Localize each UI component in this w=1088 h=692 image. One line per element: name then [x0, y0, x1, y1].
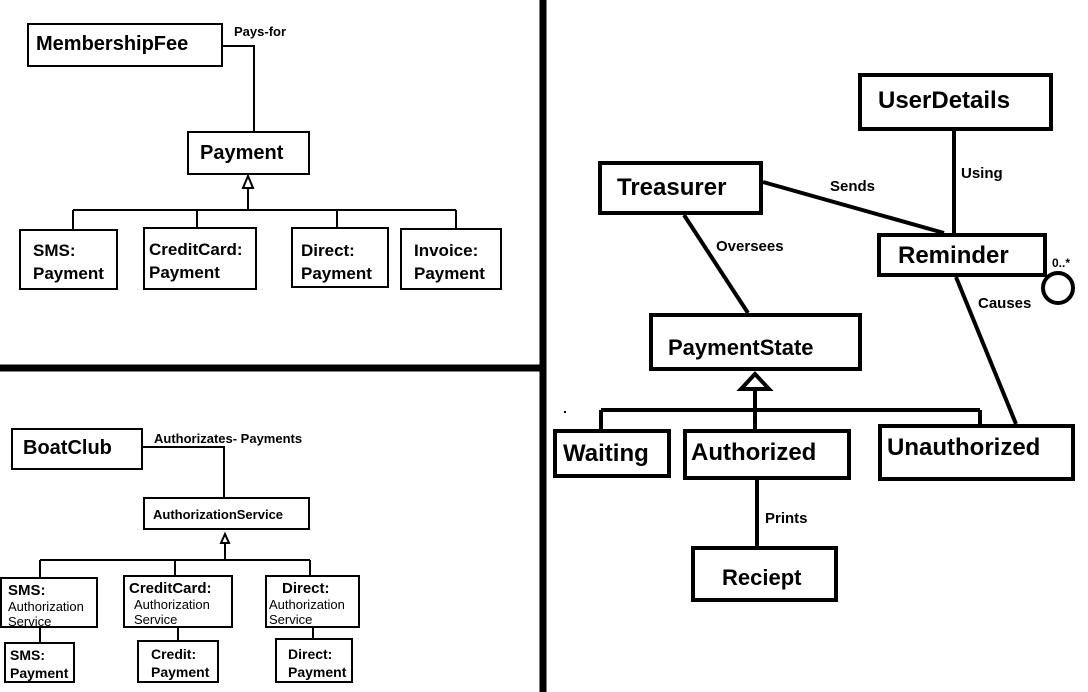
payment-state-label: PaymentState — [668, 335, 814, 360]
sms-authorization-service-class: SMS: Authorization Service — [0, 577, 98, 629]
sms-payment-leaf-class: SMS: Payment — [4, 642, 75, 683]
pays-for-label: Pays-for — [234, 24, 287, 39]
sms-payment-leaf-line-1: SMS: — [10, 647, 45, 663]
direct-auth-label-line-1: Direct: — [282, 580, 330, 597]
auth-generalization-arrow — [219, 531, 231, 544]
credit-authorization-service-class: CreditCard: Authorization Service — [123, 575, 233, 628]
direct-payment-label-line-1: Direct: — [301, 241, 355, 260]
causes-label: Causes — [978, 295, 1032, 312]
sms-payment-label-line-2: Payment — [33, 264, 104, 283]
credit-auth-label-line-3: Service — [134, 612, 178, 627]
unauthorized-class: Unauthorized — [878, 424, 1075, 481]
user-details-label: UserDetails — [878, 87, 1011, 114]
oversees-connector — [682, 213, 750, 315]
credit-auth-label-line-2: Authorization — [134, 597, 210, 612]
waiting-class: Waiting — [553, 429, 671, 478]
payment-generalization-arrow — [241, 173, 255, 189]
using-label: Using — [961, 165, 1003, 182]
reciept-label: Reciept — [722, 565, 802, 590]
causes-connector — [954, 276, 1018, 425]
credit-auth-label-line-1: CreditCard: — [129, 580, 212, 597]
sms-payment-class: SMS: Payment — [19, 229, 118, 290]
sms-auth-label-line-1: SMS: — [8, 582, 46, 599]
sends-connector — [762, 180, 945, 235]
reciept-class: Reciept — [691, 546, 838, 602]
direct-payment-label-line-2: Payment — [301, 264, 372, 283]
treasurer-label: Treasurer — [617, 174, 727, 201]
direct-auth-label-line-3: Service — [269, 612, 313, 627]
payment-state-class: PaymentState — [649, 313, 862, 371]
unauthorized-label: Unauthorized — [887, 434, 1041, 461]
multiplicity-label: 0..* — [1052, 256, 1071, 270]
direct-payment-class: Direct: Payment — [291, 227, 389, 288]
sms-payment-leaf-line-2: Payment — [10, 665, 69, 681]
reminder-class: Reminder — [877, 233, 1047, 277]
reminder-self-association — [1041, 271, 1075, 305]
waiting-label: Waiting — [563, 440, 649, 467]
user-details-class: UserDetails — [858, 73, 1053, 131]
direct-payment-leaf-line-2: Payment — [288, 664, 347, 680]
oversees-label: Oversees — [716, 238, 784, 255]
credit-payment-leaf-line-1: Credit: — [151, 646, 197, 662]
authorized-label: Authorized — [691, 439, 817, 466]
authorization-service-label: AuthorizationService — [153, 507, 284, 522]
pays-for-connector — [223, 45, 255, 131]
membership-fee-label: MembershipFee — [36, 33, 189, 55]
direct-payment-leaf-class: Direct: Payment — [275, 638, 353, 683]
stray-dot — [564, 411, 566, 413]
sms-auth-label-line-2: Authorization — [8, 599, 84, 614]
membership-fee-class: MembershipFee — [27, 23, 223, 67]
invoice-payment-class: Invoice: Payment — [400, 228, 502, 290]
sms-payment-label-line-1: SMS: — [33, 241, 76, 260]
creditcard-payment-class: CreditCard: Payment — [143, 227, 257, 290]
credit-payment-leaf-class: Credit: Payment — [137, 640, 219, 683]
authorizates-label: Authorizates- Payments — [154, 431, 303, 446]
sms-auth-label-line-3: Service — [8, 614, 52, 629]
authorizates-connector — [143, 446, 225, 497]
direct-auth-label-line-2: Authorization — [269, 597, 345, 612]
sends-label: Sends — [830, 178, 876, 195]
state-generalization-arrow — [736, 371, 774, 391]
prints-label: Prints — [765, 510, 808, 527]
direct-payment-leaf-line-1: Direct: — [288, 646, 333, 662]
authorized-class: Authorized — [683, 429, 851, 480]
payment-class: Payment — [187, 131, 310, 175]
direct-authorization-service-class: Direct: Authorization Service — [265, 575, 360, 628]
payment-label: Payment — [200, 142, 284, 164]
authorization-service-class: AuthorizationService — [143, 497, 310, 530]
creditcard-payment-label-line-2: Payment — [149, 263, 220, 282]
boatclub-class: BoatClub — [11, 428, 143, 470]
treasurer-class: Treasurer — [598, 161, 763, 215]
boatclub-label: BoatClub — [23, 437, 112, 459]
invoice-payment-label-line-2: Payment — [414, 264, 485, 283]
credit-payment-leaf-line-2: Payment — [151, 664, 210, 680]
creditcard-payment-label-line-1: CreditCard: — [149, 240, 243, 259]
reminder-label: Reminder — [898, 242, 1009, 269]
invoice-payment-label-line-1: Invoice: — [414, 241, 479, 260]
